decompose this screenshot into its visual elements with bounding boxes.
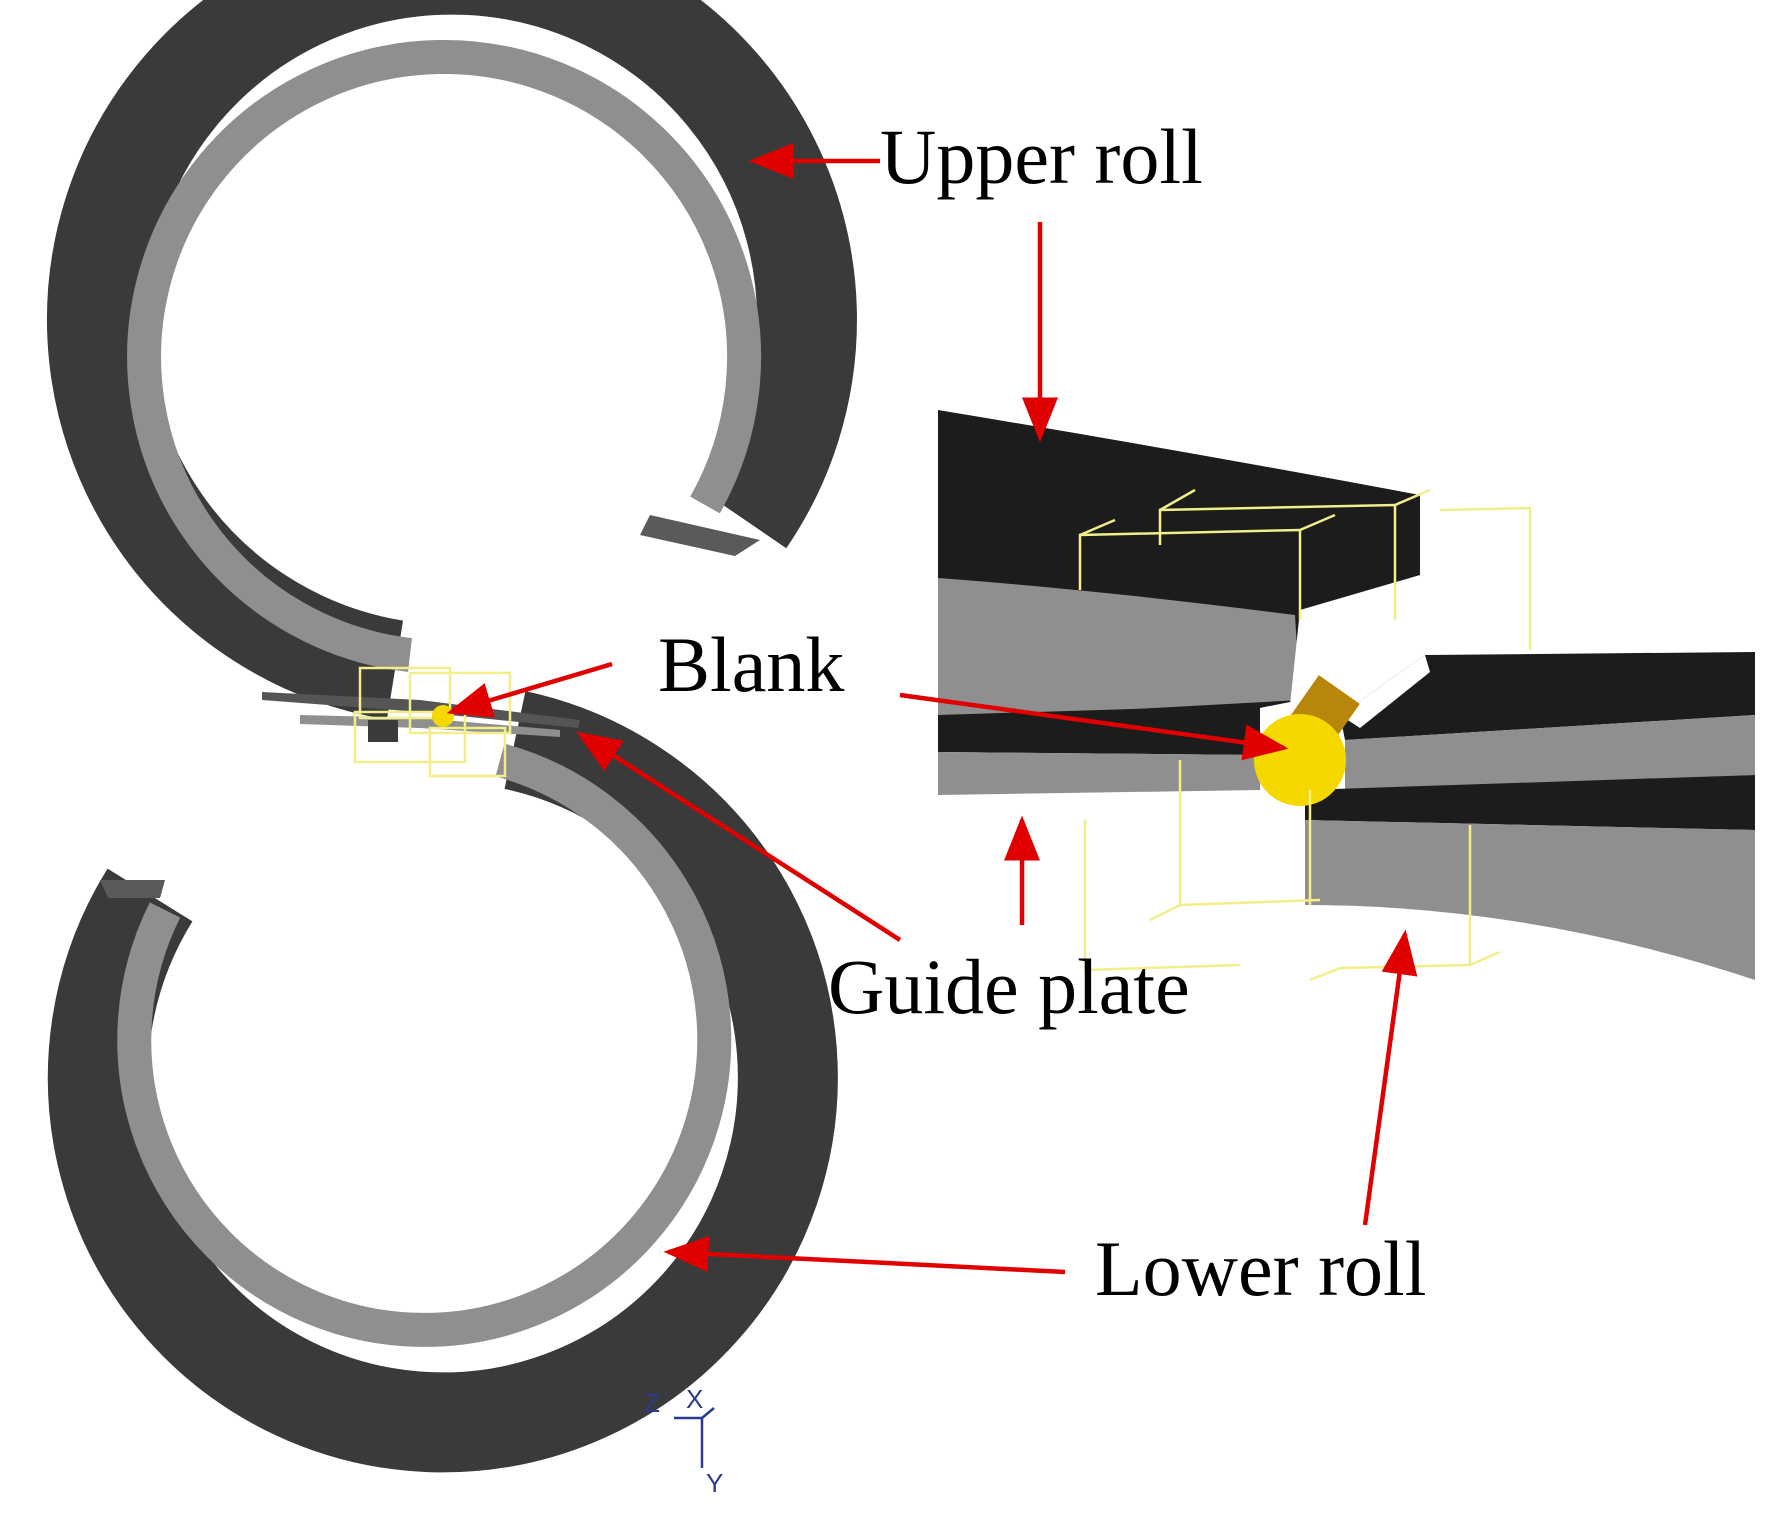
left-dark-block: [368, 720, 398, 742]
left-guide-plate-bottom: [300, 715, 560, 737]
left-nip-region: [262, 666, 580, 778]
axis-z-label: Z: [644, 1388, 660, 1418]
zoom-right-top-dark: [1340, 652, 1755, 740]
zoom-blank-disc: [1254, 714, 1346, 806]
zoom-upper-roll-light: [938, 578, 1300, 720]
lower-roll-inner-face: [117, 743, 732, 1347]
zoom-lower-roll-light: [1305, 820, 1755, 980]
upper-roll-inner-face: [127, 39, 762, 672]
left-guide-plate-top: [262, 692, 580, 728]
label-lower-roll: Lower roll: [1095, 1225, 1427, 1312]
leader-arrows: [446, 143, 1418, 1275]
left-blank-disc: [432, 705, 454, 727]
zoom-right-light-strip: [1345, 715, 1755, 790]
zoom-upper-roll-bevel: [1290, 575, 1420, 710]
zoom-guide-plate-left-light: [938, 752, 1260, 795]
arrow-blank-left: [446, 661, 613, 718]
arrow-guide-plate-left: [576, 731, 902, 942]
arrow-lower-roll-zoom: [1362, 929, 1418, 1226]
label-upper-roll: Upper roll: [880, 113, 1203, 200]
left-wireframe-box-4: [428, 726, 507, 778]
zoom-guide-plate-left-dark: [938, 705, 1260, 755]
left-wireframe-box-3: [353, 710, 467, 764]
upper-roll-outer-face: [46, 0, 857, 720]
lower-roll-end-cap: [100, 880, 165, 898]
left-wireframe-box-2: [408, 671, 512, 735]
axis-triad-icon: [674, 1407, 715, 1468]
lower-roll-full: [47, 691, 838, 1473]
label-guide-plate: Guide plate: [828, 943, 1190, 1030]
zoom-right-bevel: [1340, 655, 1430, 728]
axis-y-label: Y: [706, 1468, 724, 1498]
label-blank: Blank: [658, 621, 845, 708]
axis-x-label: X: [686, 1384, 704, 1414]
upper-roll-end-cap: [640, 515, 760, 556]
upper-roll-full: [46, 0, 857, 720]
lower-roll-outer-face: [47, 691, 838, 1473]
zoom-right-dark-strip-2: [1305, 775, 1755, 830]
arrow-lower-roll-left: [663, 1236, 1066, 1275]
arrow-blank-zoom: [899, 692, 1289, 761]
zoom-view: [938, 410, 1755, 982]
